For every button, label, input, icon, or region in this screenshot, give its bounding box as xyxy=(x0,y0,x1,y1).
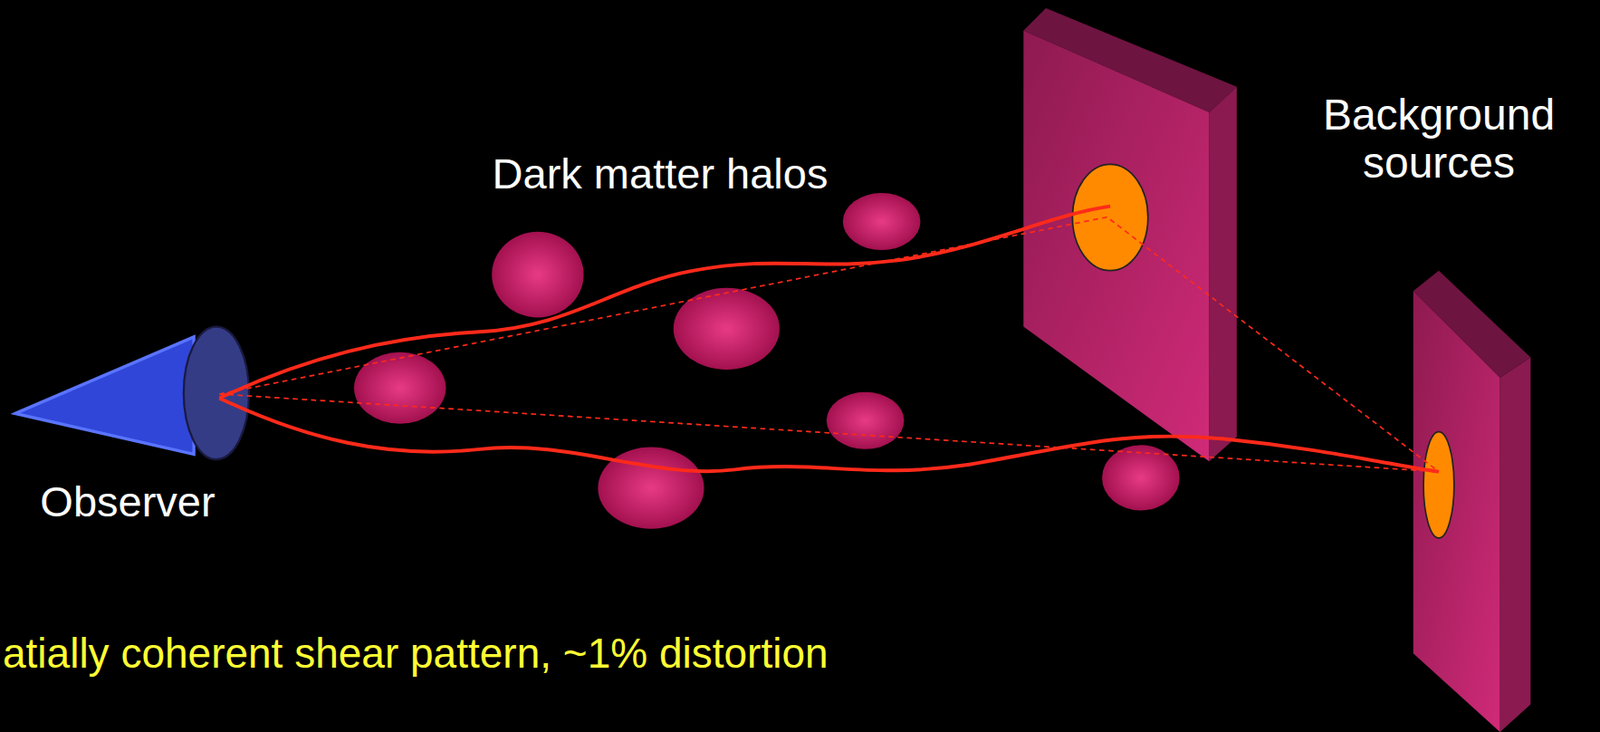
observer-cone xyxy=(15,326,250,460)
source-plane-1 xyxy=(1023,8,1237,461)
light-rays xyxy=(219,206,1439,472)
shear-note: atially coherent shear pattern, ~1% dist… xyxy=(2,630,829,677)
source-label: Background sources xyxy=(1302,91,1575,188)
observer-label: Observer xyxy=(39,478,215,526)
halo-label: Dark matter halos xyxy=(492,150,829,198)
source-plane-2 xyxy=(1413,270,1532,732)
